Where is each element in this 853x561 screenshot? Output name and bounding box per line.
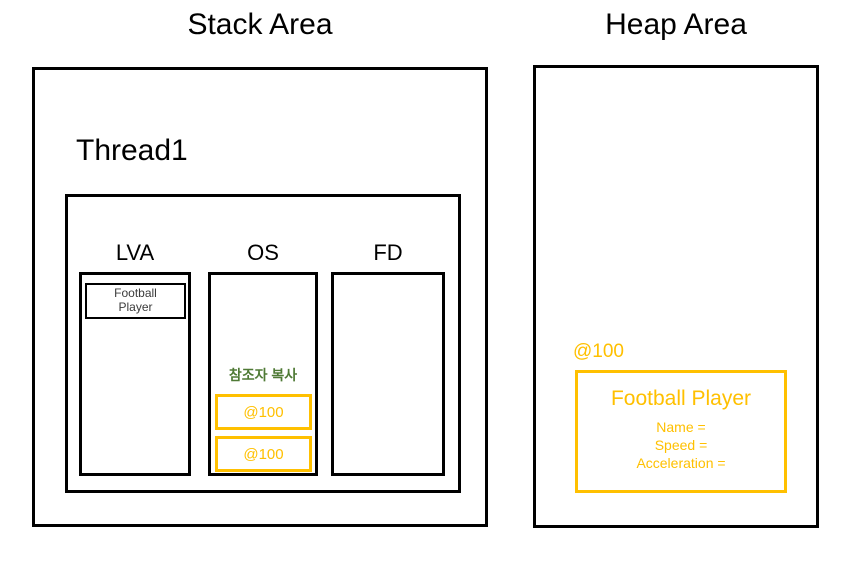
heap-object-title: Football Player <box>610 387 752 410</box>
lva-slot-label: Football Player <box>114 286 157 314</box>
heap-object-field-name: Name = <box>656 419 706 435</box>
os-reference-slot-2-label: @100 <box>243 445 284 463</box>
column-label-os: OS <box>247 240 279 265</box>
thread-label: Thread1 <box>76 134 188 167</box>
os-copy-note: 참조자 복사 <box>228 367 298 383</box>
heap-object-box: Football Player Name = Speed = Accelerat… <box>575 370 787 493</box>
os-reference-slot-1: @100 <box>215 394 312 430</box>
os-reference-slot-2: @100 <box>215 436 312 472</box>
lva-slot-football-player: Football Player <box>85 283 186 319</box>
heap-area-title: Heap Area <box>605 8 747 41</box>
heap-object-fields: Name = Speed = Acceleration = <box>578 419 784 473</box>
column-label-fd: FD <box>373 240 403 265</box>
heap-object-field-speed: Speed = <box>654 436 708 453</box>
column-label-lva: LVA <box>115 240 155 265</box>
column-frame-fd <box>331 272 445 476</box>
heap-object-address: @100 <box>573 341 624 362</box>
stack-area-title: Stack Area <box>187 8 333 41</box>
os-reference-slot-1-label: @100 <box>243 403 284 421</box>
heap-object-field-acceleration: Acceleration = <box>636 454 726 471</box>
